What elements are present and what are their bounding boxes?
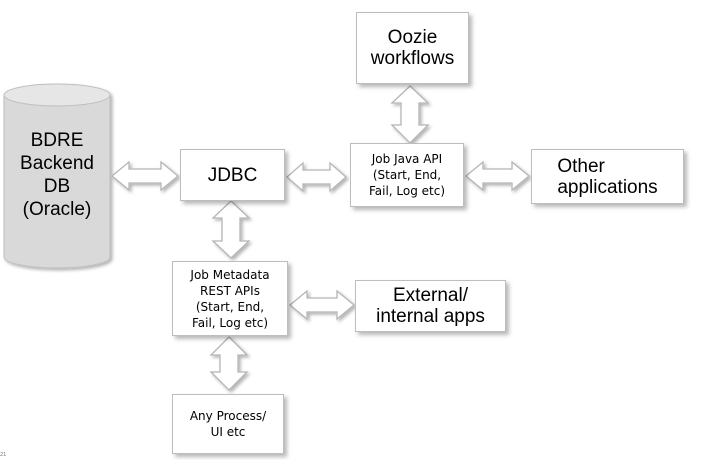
other-applications-box: Other applications: [531, 149, 684, 204]
any-process-box: Any Process/ UI etc: [172, 394, 284, 454]
arrow-rest-external: [288, 289, 356, 321]
job-metadata-rest-box: Job Metadata REST APIs (Start, End, Fail…: [172, 261, 288, 336]
other-applications-label: Other applications: [557, 155, 658, 198]
jdbc-box: JDBC: [180, 149, 285, 201]
arrow-jdbc-rest: [211, 200, 251, 259]
job-java-api-label: Job Java API (Start, End, Fail, Log etc): [368, 152, 446, 198]
external-internal-apps-box: External/ internal apps: [355, 280, 506, 332]
database-cylinder-icon: [3, 83, 111, 269]
arrow-javaapi-otherapps: [464, 160, 531, 192]
database-label: BDRE Backend DB (Oracle): [20, 129, 94, 220]
job-metadata-rest-label: Job Metadata REST APIs (Start, End, Fail…: [190, 267, 270, 330]
oozie-workflows-box: Oozie workflows: [356, 12, 469, 84]
oozie-workflows-label: Oozie workflows: [370, 27, 455, 69]
arrow-jdbc-javaapi: [286, 161, 347, 193]
slide-number: 21: [0, 452, 7, 458]
job-java-api-box: Job Java API (Start, End, Fail, Log etc): [350, 143, 464, 207]
any-process-label: Any Process/ UI etc: [189, 409, 267, 439]
arrow-db-jdbc: [110, 160, 180, 192]
arrow-rest-anyprocess: [209, 336, 249, 391]
jdbc-label: JDBC: [207, 164, 258, 186]
arrow-oozie-javaapi: [390, 85, 430, 144]
external-internal-apps-label: External/ internal apps: [376, 285, 485, 327]
